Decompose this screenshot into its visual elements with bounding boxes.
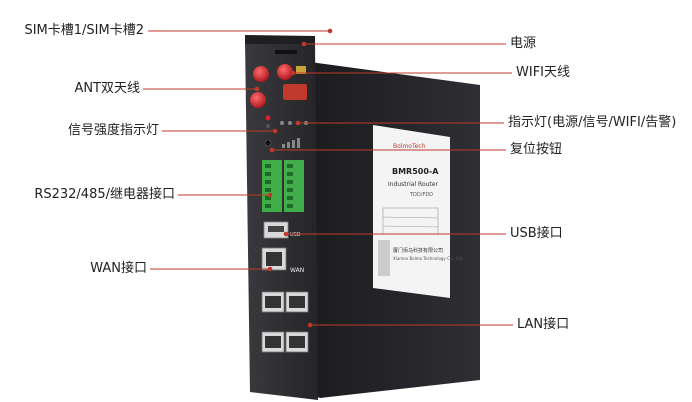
wan-text: WAN [290,267,304,274]
router-front-panel: USB WAN [245,35,318,400]
terminal-blocks [262,160,304,212]
label-usb: USB接口 [510,226,563,241]
label-lan: LAN接口 [517,317,570,332]
brand-text: BolmoTech [393,143,426,150]
label-antenna: ANT双天线 [74,81,140,96]
label-sim-slots: SIM卡槽1/SIM卡槽2 [24,23,144,38]
wan-port: WAN [261,247,304,274]
label-wan: WAN接口 [90,261,147,276]
signal-strength-bars [282,138,300,148]
router-type-text: Industrial Router [388,181,438,188]
product-label: BolmoTech BMR500-A Industrial Router TDD… [373,125,464,298]
label-signal-led: 信号强度指示灯 [67,123,159,138]
router-side-panel: BolmoTech BMR500-A Industrial Router TDD… [310,62,480,398]
label-serial-ports: RS232/485/继电器接口 [34,187,175,202]
company-cn-text: 厦门佰马科技有限公司 [393,247,443,254]
model-text: BMR500-A [392,167,439,176]
lan-ports [261,291,309,353]
label-reset: 复位按钮 [510,142,563,157]
reset-hole [264,139,272,147]
sim-slot [275,50,297,54]
usb-port: USB [263,221,301,239]
usb-text: USB [290,232,301,238]
brand-logo [283,84,307,100]
label-wifi-antenna: WIFI天线 [516,65,570,80]
network-text: TDD/FDD [409,192,433,198]
label-power: 电源 [510,36,537,51]
label-indicator-leds: 指示灯(电源/信号/WIFI/告警) [508,115,677,130]
company-en-text: Xiamen Bolmo Technology Co., Ltd. [393,256,464,261]
antenna-connectors [250,64,306,108]
